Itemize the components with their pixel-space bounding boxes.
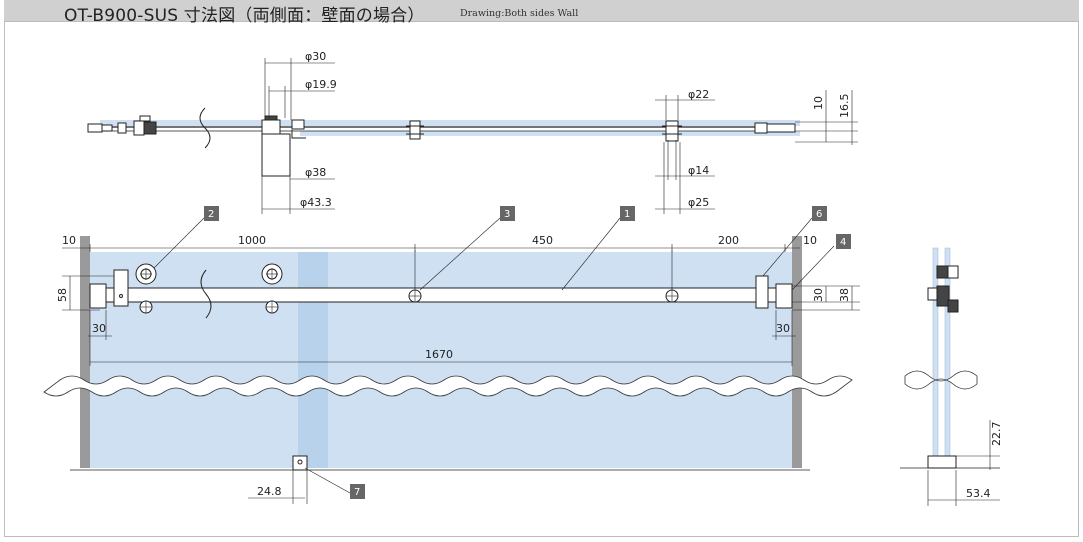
top-dims [261,58,858,214]
hanger-body [261,133,291,177]
left-roller [143,121,157,135]
side-dims [927,420,1000,506]
side-wave-break [904,370,978,390]
hanger-clip [291,119,305,130]
hanger-hook [291,130,306,139]
side-glass-2 [944,247,951,469]
front-right-end [775,283,793,309]
front-break-line [200,269,212,319]
wave-break [43,375,853,397]
side-view [900,247,1000,506]
dim-d38: φ38 [305,166,326,179]
dim-d22: φ22 [688,88,709,101]
top-glass-2 [300,131,800,136]
dim-h10: 10 [812,96,825,110]
hanger-cap [264,115,278,121]
right-end-cap [766,123,796,133]
callouts: 2 3 1 6 4 7 [204,206,851,499]
front-dims [62,244,860,504]
left-roller-top [139,115,151,122]
dim-h16-5: 16.5 [838,94,851,119]
glass-overlap [298,252,328,468]
right-end-sleeve [754,122,768,134]
dim-right-38: 38 [838,288,851,302]
callout-leaders [153,217,835,494]
dim-d14: φ14 [688,164,709,177]
callout-1: 1 [624,209,630,220]
dim-right-30-v: 30 [812,288,825,302]
dim-left-30: 30 [92,322,106,335]
dim-1670: 1670 [425,348,453,361]
front-view [43,236,860,504]
bottom-guide [292,455,308,471]
roller-crosshairs [140,250,678,313]
dim-left-10: 10 [62,234,76,247]
callout-7: 7 [354,487,360,498]
dim-1000: 1000 [238,234,266,247]
side-glass-1 [932,247,939,469]
callout-6: 6 [816,209,822,220]
mid-support [409,120,421,140]
left-bracket [117,122,127,134]
dim-200: 200 [718,234,739,247]
header-bar: OT-B900-SUS 寸法図（両側面：壁面の場合） Drawing:Both … [4,0,1079,26]
left-stopper [133,120,145,136]
front-rail [89,287,793,303]
top-glass [100,120,800,126]
callout-3: 3 [504,209,510,220]
right-support [665,120,679,142]
bottom-guide-hole [297,459,303,465]
dim-d19-9: φ19.9 [305,78,337,91]
left-wall [80,236,90,468]
dim-53-4: 53.4 [966,487,991,500]
dim-right-10: 10 [803,234,817,247]
drawing-title: OT-B900-SUS 寸法図（両側面：壁面の場合） [64,6,425,26]
dim-right-30-h: 30 [776,322,790,335]
left-end-cap [87,123,103,133]
dim-22-7: 22.7 [990,422,1003,447]
front-left-stopper [113,269,129,307]
drawing-subtitle: Drawing:Both sides Wall [460,8,579,19]
front-left-end [89,283,107,309]
front-right-stopper [755,275,769,309]
top-view [87,58,858,214]
left-stopper-screw [119,294,123,298]
hanger-top [261,119,281,135]
side-hardware [927,265,959,469]
dim-58: 58 [56,288,69,302]
top-break-line [199,107,211,149]
dim-d25: φ25 [688,196,709,209]
dim-24-8: 24.8 [257,485,282,498]
right-wall [792,236,802,468]
dim-d43-3: φ43.3 [300,196,332,209]
callout-4: 4 [840,237,846,248]
dim-450: 450 [532,234,553,247]
callout-2: 2 [208,209,214,220]
left-end-sleeve [101,124,113,132]
dim-d30: φ30 [305,50,326,63]
